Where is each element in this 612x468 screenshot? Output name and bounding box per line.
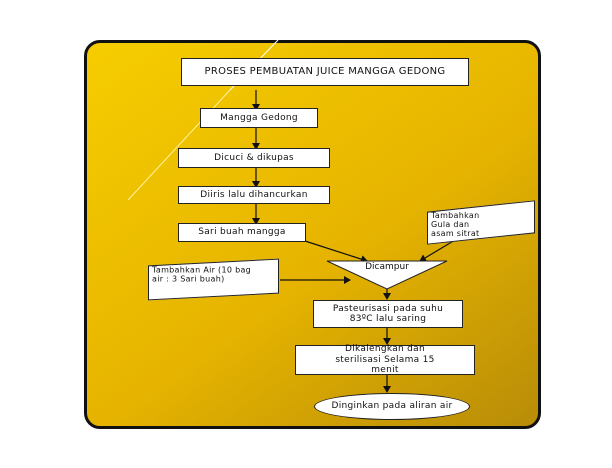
note-add-sugar-text: Tambahkan Gula dan asam sitrat xyxy=(431,210,480,239)
step-diiris: Diiris lalu dihancurkan xyxy=(178,186,330,204)
note-add-water: Tambahkan Air (10 bag air : 3 Sari buah) xyxy=(148,258,279,301)
step-dinginkan: Dinginkan pada aliran air xyxy=(314,393,470,420)
diagram-title: PROSES PEMBUATAN JUICE MANGGA GEDONG xyxy=(181,58,469,86)
step-pasteurisasi: Pasteurisasi pada suhu 83ºC lalu saring xyxy=(313,300,463,328)
step-dikalengkan: Dikalengkan dan sterilisasi Selama 15 me… xyxy=(295,344,475,375)
mix-triangle xyxy=(326,260,448,290)
step-mangga-gedong: Mangga Gedong xyxy=(200,108,318,128)
step-dicampur: Dicampur xyxy=(365,262,409,272)
decor-line xyxy=(127,89,231,201)
arrow-sari-to-mix xyxy=(304,240,368,263)
step-dicuci-dikupas: Dicuci & dikupas xyxy=(178,148,330,168)
note-add-water-text: Tambahkan Air (10 bag air : 3 Sari buah) xyxy=(152,265,252,284)
step-sari-buah: Sari buah mangga xyxy=(178,223,306,242)
